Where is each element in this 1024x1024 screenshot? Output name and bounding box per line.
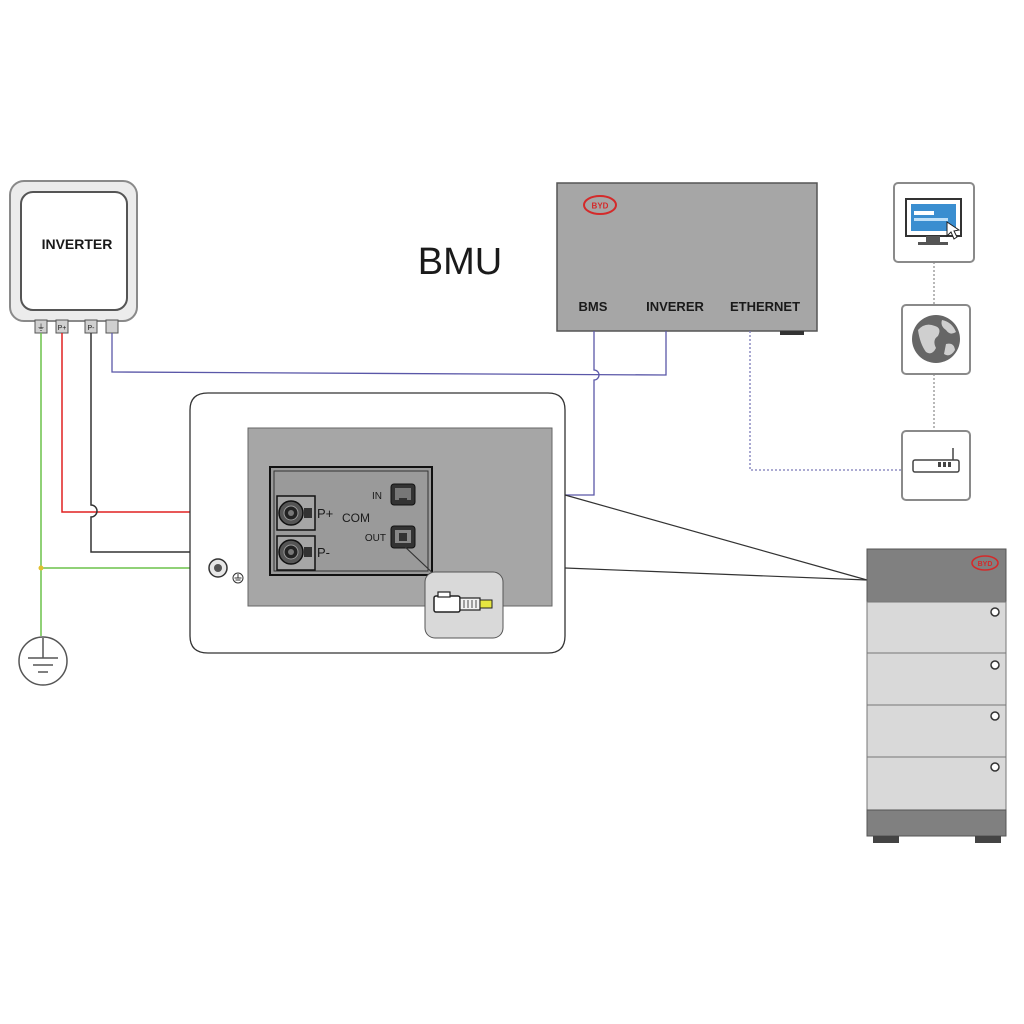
- ground-stud: [208, 558, 228, 578]
- out-port-label: OUT: [365, 533, 386, 544]
- pplus-connector: [276, 495, 316, 531]
- terminator-plug-inset: [402, 544, 504, 639]
- battery-bmu-top: [866, 548, 1007, 603]
- bmu-brand-logo: BYD: [583, 195, 617, 215]
- inverter-comm-wire: [111, 331, 667, 376]
- diagram-title: BMU: [418, 241, 502, 283]
- bmu-port-bms: BMS: [579, 299, 608, 314]
- pminus-label: P-: [317, 545, 330, 560]
- router-icon: [901, 430, 971, 501]
- battery-brand-logo: BYD: [971, 555, 999, 571]
- battery-brand-text: BYD: [978, 561, 993, 568]
- rj45-plug-icon: [433, 591, 493, 613]
- inverter: INVERTER ⏚ P+ P-: [9, 180, 138, 334]
- com-label: COM: [342, 511, 370, 525]
- in-port: [390, 483, 416, 506]
- pplus-label: P+: [317, 506, 333, 521]
- bmu-port-inverter: INVERER: [646, 299, 704, 314]
- battery-module: [866, 756, 1007, 811]
- monitor-icon: [893, 182, 975, 263]
- battery-stack: BYD: [866, 548, 1007, 843]
- inverter-terminal-ground-label: ⏚: [37, 323, 45, 332]
- inverter-terminal-pminus: P-: [84, 319, 98, 334]
- globe-icon: [901, 304, 971, 375]
- inverter-terminal-ground: ⏚: [34, 319, 48, 334]
- inverter-terminal-comm: [105, 319, 119, 334]
- bms-comm-wire: [424, 331, 600, 496]
- out-port: [390, 525, 416, 549]
- battery-module: [866, 652, 1007, 706]
- bmu-panel-callout: P+ COM P- IN OUT: [189, 392, 868, 654]
- inverter-terminal-pminus-label: P-: [88, 325, 96, 332]
- earth-ground-icon: [18, 636, 68, 686]
- battery-base: [866, 809, 1007, 837]
- pminus-connector: [276, 535, 316, 571]
- bmu-brand-text: BYD: [592, 202, 609, 211]
- battery-module: [866, 704, 1007, 758]
- inverter-label: INVERTER: [42, 236, 113, 252]
- ethernet-wire: [749, 331, 904, 471]
- inverter-terminal-pplus: P+: [55, 319, 69, 334]
- ground-symbol-icon: [232, 572, 244, 584]
- negative-wire: [90, 333, 278, 553]
- bmu-box: BYD BMS INVERER ETHERNET: [556, 182, 818, 335]
- bmu-port-ethernet: ETHERNET: [730, 299, 800, 314]
- in-port-label: IN: [372, 491, 382, 502]
- battery-module: [866, 601, 1007, 654]
- inverter-terminal-pplus-label: P+: [58, 325, 67, 332]
